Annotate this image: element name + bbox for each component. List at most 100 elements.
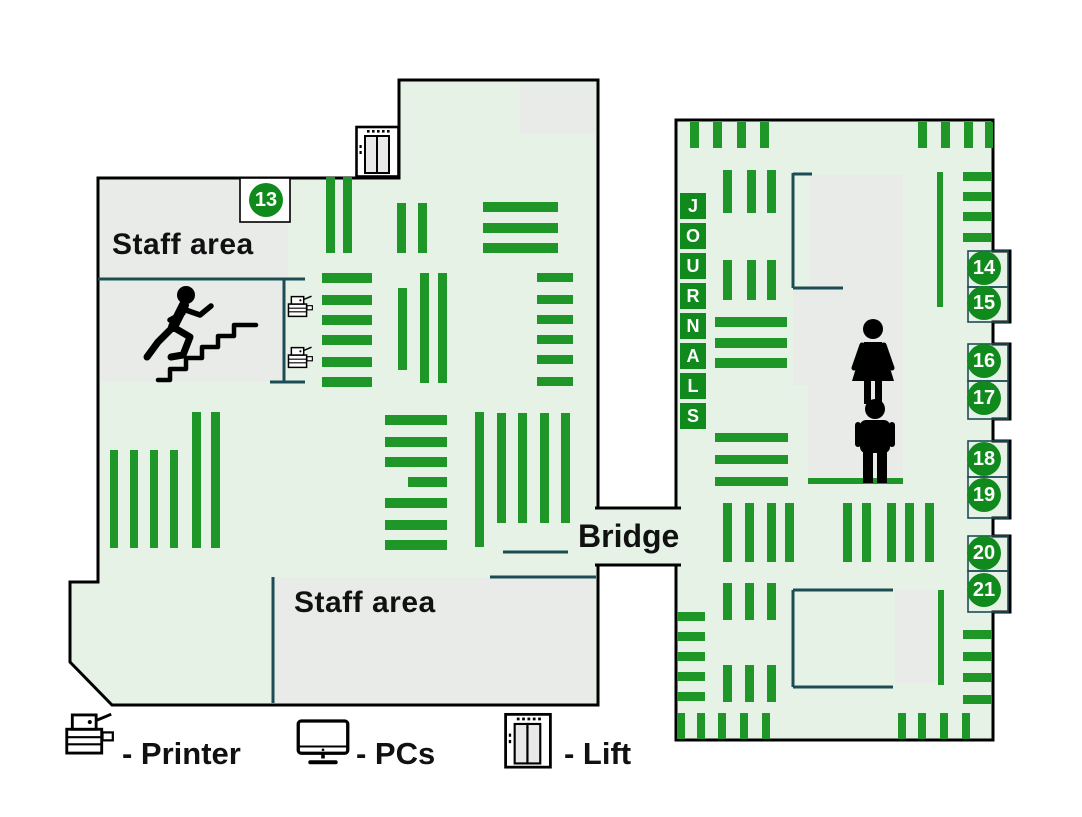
bookshelf [760, 122, 769, 148]
journals-letter: O [680, 223, 706, 249]
bookshelf [677, 692, 705, 701]
bookshelf [767, 170, 776, 213]
staff-gray-area [272, 577, 596, 703]
man-toilet-icon [855, 399, 895, 483]
bookshelf [326, 177, 335, 253]
staff-area-bottom-label: Staff area [294, 586, 436, 619]
bookshelf [110, 450, 118, 548]
bookshelf [438, 273, 447, 383]
bookshelf [150, 450, 158, 548]
bookshelf [537, 335, 573, 344]
bookshelf [964, 122, 973, 148]
bookshelf [677, 672, 705, 681]
bookshelf [767, 260, 776, 300]
staff-gray-area [895, 590, 937, 683]
bookshelf [745, 583, 754, 620]
bookshelf [937, 172, 943, 307]
legend-label-printer: - Printer [122, 736, 241, 771]
legend-item-lift: - Lift [504, 710, 664, 780]
bookshelf [963, 233, 992, 242]
bookshelf [715, 317, 787, 327]
bookshelf [537, 295, 573, 304]
bookshelf [963, 172, 992, 181]
zone-badge-14: 14 [967, 251, 1001, 285]
bookshelf [715, 433, 788, 442]
bookshelf [723, 583, 732, 620]
bookshelf [322, 377, 372, 387]
bookshelf [918, 713, 926, 739]
bookshelf [385, 415, 447, 425]
bookshelf [322, 295, 372, 305]
zone-badge-15: 15 [967, 286, 1001, 320]
bookshelf [767, 583, 776, 620]
bookshelf [745, 503, 754, 562]
bookshelf [537, 273, 573, 282]
bridge-corridor [595, 506, 681, 567]
bookshelf [808, 478, 903, 484]
bookshelf [925, 503, 934, 562]
zone-badge-18: 18 [967, 442, 1001, 476]
bookshelf [963, 652, 992, 661]
bookshelf [677, 652, 705, 661]
bookshelf [940, 713, 948, 739]
bookshelf [518, 413, 527, 523]
bookshelf [747, 260, 756, 300]
bookshelf [408, 477, 447, 487]
bookshelf [677, 713, 685, 739]
bookshelf [561, 413, 570, 523]
zone-badge-20: 20 [967, 536, 1001, 570]
bookshelf [723, 503, 732, 562]
bookshelf [322, 315, 372, 325]
pc-icon [296, 718, 350, 766]
bookshelf [385, 520, 447, 530]
bookshelf [397, 203, 406, 253]
bookshelf [690, 122, 699, 148]
zone-badge-16: 16 [967, 344, 1001, 378]
bookshelf [898, 713, 906, 739]
bookshelf [905, 503, 914, 562]
staff-gray-area [810, 175, 903, 288]
bookshelf [862, 503, 871, 562]
bookshelf [483, 202, 558, 212]
bookshelf [745, 665, 754, 702]
bookshelf [715, 477, 788, 486]
bookshelf [677, 612, 705, 621]
zone-badge-17: 17 [967, 381, 1001, 415]
journals-letter: J [680, 193, 706, 219]
bookshelf [723, 170, 732, 213]
bookshelf [537, 377, 573, 386]
bookshelf [192, 412, 201, 548]
journals-letter: R [680, 283, 706, 309]
bookshelf [420, 273, 429, 383]
journals-letter: L [680, 373, 706, 399]
bookshelf [697, 713, 705, 739]
legend-label-pcs: - PCs [356, 736, 436, 771]
bookshelf [723, 665, 732, 702]
journals-letter: U [680, 253, 706, 279]
bookshelf [497, 413, 506, 523]
bookshelf [713, 122, 722, 148]
bookshelf [963, 212, 992, 221]
bookshelf [715, 358, 787, 368]
bookshelf [483, 223, 558, 233]
zone-badge-19: 19 [967, 478, 1001, 512]
stairs-icon [143, 286, 259, 383]
legend-item-pcs: - PCs [296, 710, 476, 780]
journals-letter: A [680, 343, 706, 369]
bookshelf [385, 437, 447, 447]
bookshelf [718, 713, 726, 739]
journals-letter: N [680, 313, 706, 339]
bookshelf [322, 335, 372, 345]
bookshelf [723, 260, 732, 300]
bookshelf [963, 630, 992, 639]
bookshelf [843, 503, 852, 562]
bookshelf [483, 243, 558, 253]
bookshelf [963, 192, 992, 201]
legend-label-lift: - Lift [564, 736, 632, 771]
bookshelf [963, 695, 992, 704]
bookshelf [540, 413, 549, 523]
bookshelf [537, 355, 573, 364]
lift-icon [504, 712, 552, 769]
bookshelf [767, 665, 776, 702]
